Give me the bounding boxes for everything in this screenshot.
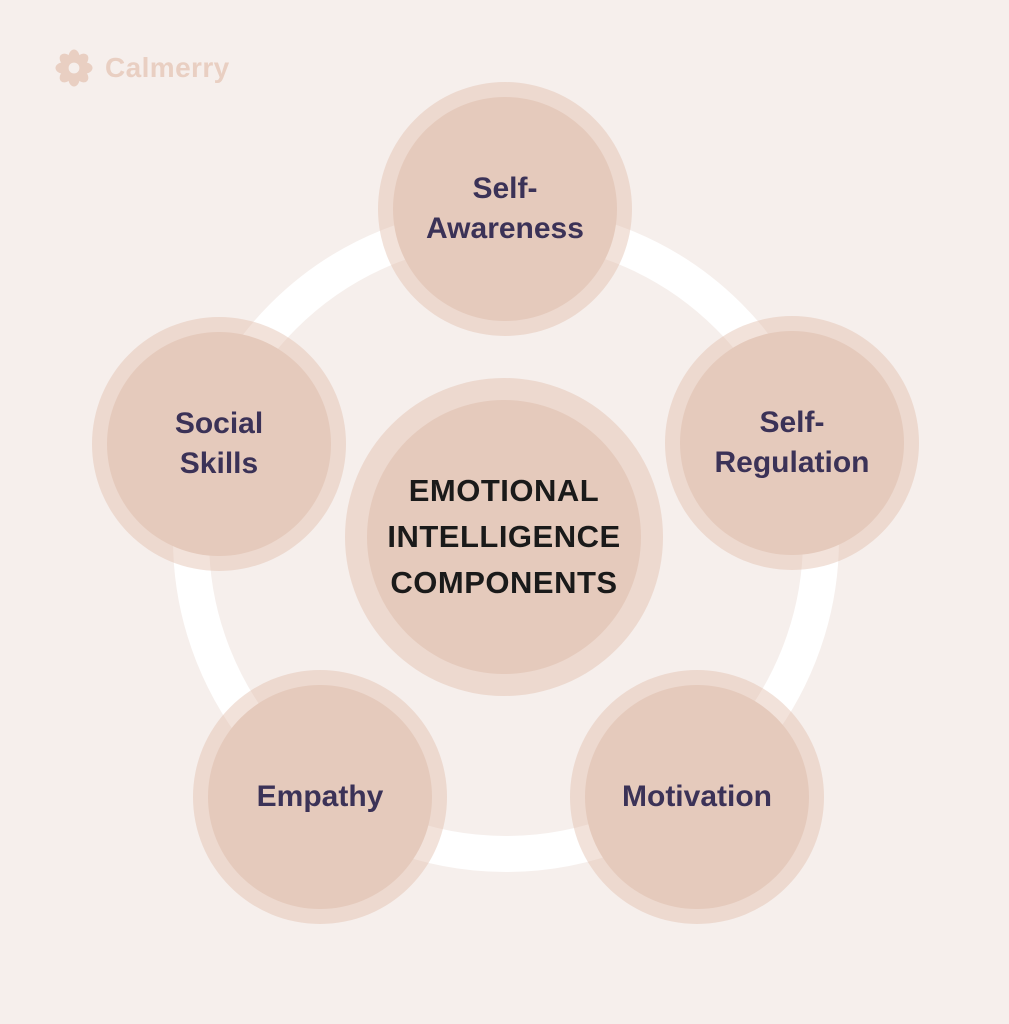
- brand-logo: Calmerry: [54, 48, 230, 88]
- node-motivation: Motivation: [585, 685, 809, 909]
- node-self-awareness: Self- Awareness: [393, 97, 617, 321]
- node-empathy: Empathy: [208, 685, 432, 909]
- node-label-self-awareness: Self- Awareness: [426, 172, 584, 245]
- node-label-social-skills: Social Skills: [174, 407, 264, 480]
- node-label-empathy: Empathy: [256, 780, 384, 814]
- node-label-self-regulation: Self- Regulation: [714, 406, 870, 479]
- calmerry-flower-icon: [55, 49, 93, 87]
- node-social-skills: Social Skills: [107, 332, 331, 556]
- center-title: EMOTIONAL INTELLIGENCE COMPONENTS: [387, 473, 621, 600]
- brand-name: Calmerry: [105, 52, 230, 83]
- node-self-regulation: Self- Regulation: [680, 331, 904, 555]
- node-emotional-intelligence-components: EMOTIONAL INTELLIGENCE COMPONENTS: [367, 400, 641, 674]
- node-label-motivation: Motivation: [622, 780, 772, 814]
